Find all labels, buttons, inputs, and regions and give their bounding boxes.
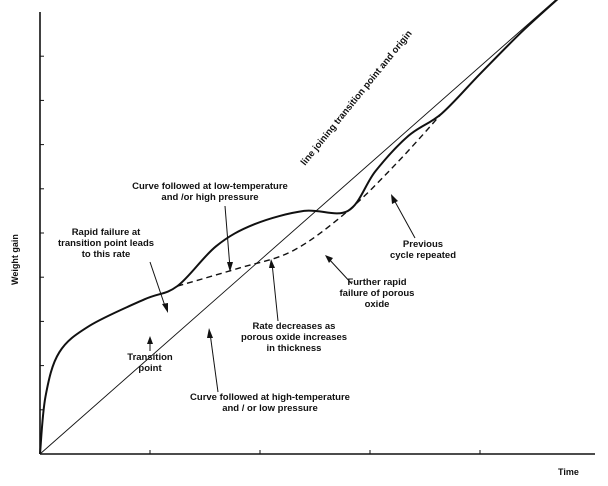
arrowhead-high-temp: [207, 328, 213, 338]
x-axis-ticks: [149, 450, 481, 454]
annotation-low-temp-line1: Curve followed at low-temperature: [132, 181, 288, 192]
annotation-high-temp-line2: and / or low pressure: [222, 403, 318, 414]
x-axis-title: Time: [558, 467, 579, 477]
leader-further-failure: [327, 257, 353, 285]
arrowhead-rate-decreases: [269, 259, 275, 268]
annotation-low-temp-line2: and /or high pressure: [161, 192, 258, 203]
y-axis-title: Weight gain: [10, 234, 20, 285]
leader-previous-cycle: [392, 197, 416, 239]
series-low-temperature-curve: [39, 0, 559, 455]
arrowhead-previous-cycle: [391, 194, 398, 204]
annotation-rate-decreases-line3: in thickness: [267, 343, 322, 354]
series-line-origin-transition: [39, 0, 557, 455]
annotation-rapid-failure-line2: transition point leads: [58, 238, 154, 249]
annotation-previous-cycle-line1: Previous: [403, 239, 443, 250]
arrowhead-rapid-failure: [162, 303, 168, 313]
series-high-temperature-curve: [177, 113, 443, 287]
arrowhead-further-failure: [325, 255, 333, 263]
annotation-rate-decreases-line2: porous oxide increases: [241, 332, 347, 343]
leader-low-temp: [224, 205, 231, 269]
annotation-rapid-failure-line3: to this rate: [82, 249, 131, 260]
arrowhead-low-temp: [227, 262, 233, 272]
annotation-rapid-failure-line1: Rapid failure at: [72, 227, 141, 238]
annotation-further-failure-line1: Further rapid: [347, 277, 406, 288]
annotation-transition-line1: Transition: [127, 352, 173, 363]
y-axis-ticks: [40, 55, 44, 411]
leader-high-temp: [209, 332, 219, 393]
annotation-rate-decreases-line1: Rate decreases as: [253, 321, 336, 332]
arrowhead-transition: [147, 336, 153, 344]
leader-rate-decreases: [271, 262, 279, 322]
annotation-previous-cycle-line2: cycle repeated: [390, 250, 456, 261]
annotation-high-temp-line1: Curve followed at high-temperature: [190, 392, 350, 403]
leader-rapid-failure: [149, 261, 167, 310]
annotation-transition-line2: point: [138, 363, 162, 374]
annotation-further-failure-line3: oxide: [365, 299, 390, 310]
annotation-further-failure-line2: failure of porous: [340, 288, 415, 299]
